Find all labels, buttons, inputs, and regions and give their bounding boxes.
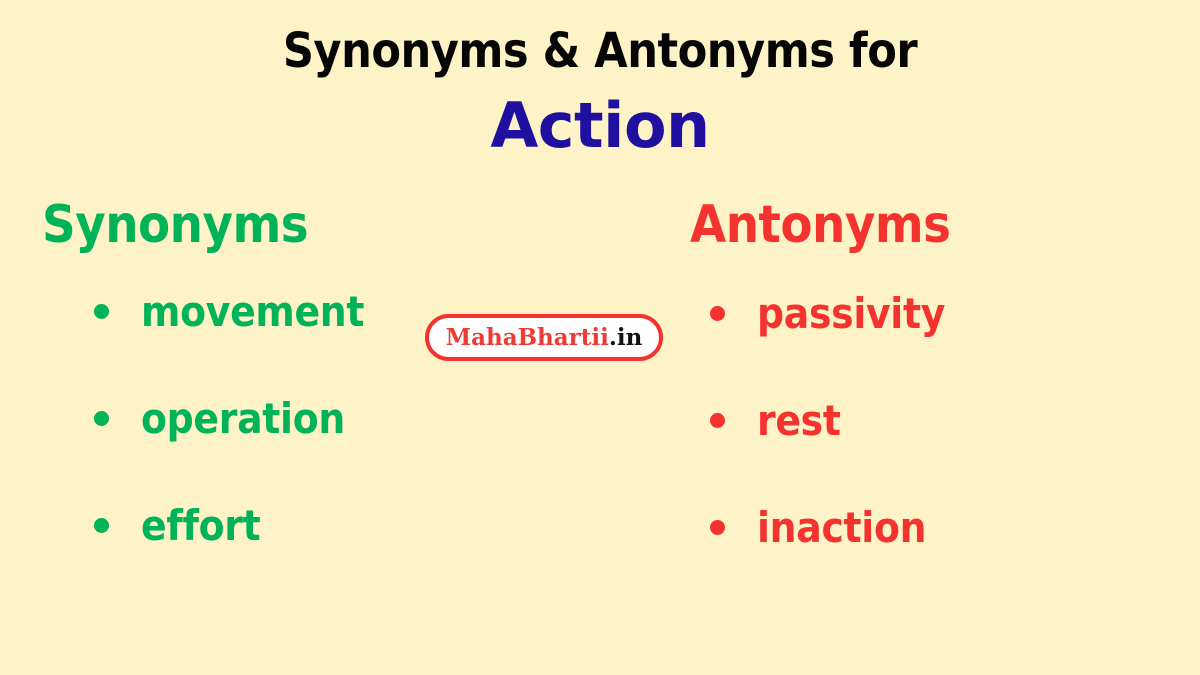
antonym-label: passivity — [757, 288, 946, 338]
bullet-icon — [710, 305, 725, 321]
watermark-tld: .in — [608, 324, 643, 351]
list-item: movement — [94, 286, 582, 398]
synonyms-heading: Synonyms — [42, 195, 309, 255]
synonym-label: effort — [141, 500, 261, 550]
list-item: effort — [94, 500, 582, 612]
synonyms-column: Synonyms movement operation effort — [42, 198, 582, 612]
list-item: passivity — [710, 288, 1200, 400]
heading-block: Synonyms & Antonyms for Action — [0, 23, 1200, 162]
page-title: Synonyms & Antonyms for — [282, 23, 918, 79]
bullet-icon — [94, 303, 109, 319]
watermark-badge: MahaBhartii.in — [425, 314, 663, 361]
headword: Action — [490, 88, 710, 162]
antonyms-heading: Antonyms — [690, 195, 951, 255]
bullet-icon — [94, 517, 109, 533]
bullet-icon — [94, 410, 109, 426]
synonym-label: movement — [141, 286, 365, 336]
watermark-text: MahaBhartii.in — [446, 326, 643, 349]
antonyms-column: Antonyms passivity rest inaction — [690, 198, 1200, 614]
synonyms-list: movement operation effort — [42, 286, 582, 612]
antonyms-list: passivity rest inaction — [690, 288, 1200, 614]
antonym-label: rest — [757, 395, 841, 445]
list-item: inaction — [710, 502, 1200, 614]
synonym-label: operation — [141, 393, 345, 443]
list-item: rest — [710, 395, 1200, 507]
word-columns: Synonyms movement operation effort Anton… — [0, 198, 1200, 628]
watermark-brand: MahaBhartii — [445, 324, 609, 351]
list-item: operation — [94, 393, 582, 505]
bullet-icon — [710, 412, 725, 428]
bullet-icon — [710, 519, 725, 535]
antonym-label: inaction — [757, 502, 927, 552]
